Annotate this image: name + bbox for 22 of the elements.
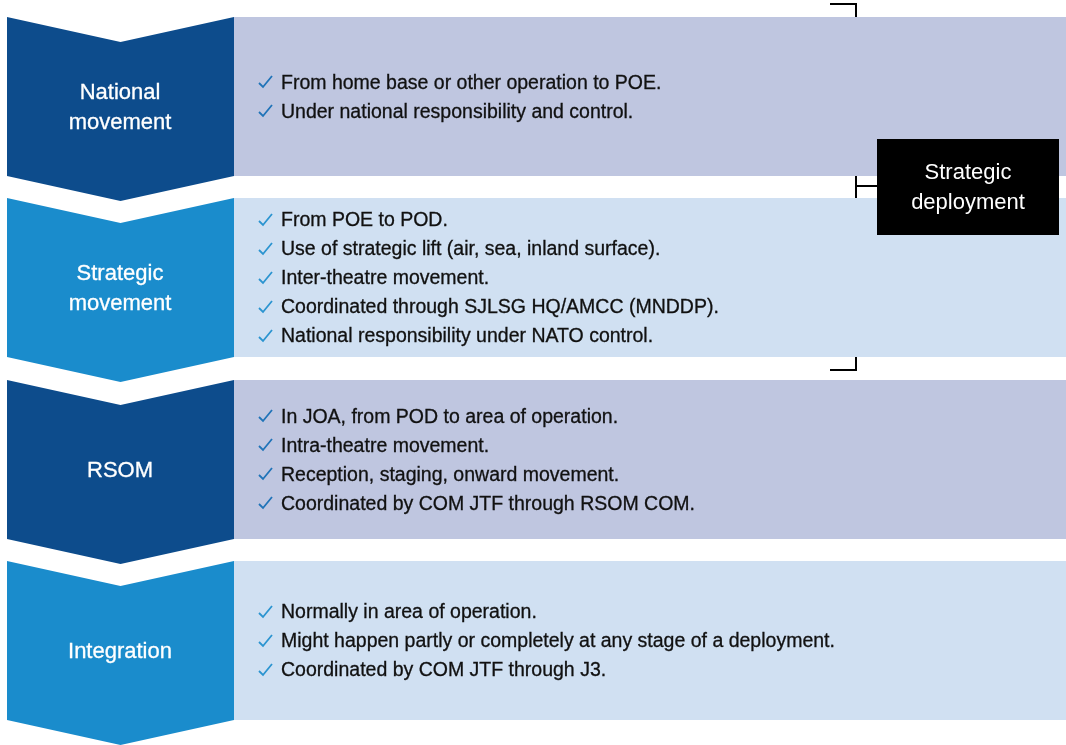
bullet-text: In JOA, from POD to area of operation. bbox=[281, 403, 619, 429]
bullet-text: Under national responsibility and control. bbox=[281, 98, 634, 124]
bullet-text: Inter-theatre movement. bbox=[281, 265, 490, 290]
bullet-text: From POE to POD. bbox=[281, 207, 448, 232]
bullet-text: National responsibility under NATO control. bbox=[281, 323, 654, 348]
stage-label: Integration bbox=[67, 637, 173, 665]
bullet-text: Reception, staging, onward movement. bbox=[281, 461, 620, 487]
bullet-text: Normally in area of operation. bbox=[281, 599, 537, 624]
stage-label: National movement bbox=[67, 78, 173, 136]
callout-box bbox=[877, 139, 1059, 235]
bullet-text: From home base or other operation to POE. bbox=[281, 69, 662, 95]
bullet-text: Coordinated by COM JTF through RSOM COM. bbox=[281, 490, 695, 516]
bullet-text: Use of strategic lift (air, sea, inland surface). bbox=[281, 236, 661, 261]
bullet-text: Might happen partly or completely at any stage of a deployment. bbox=[281, 628, 835, 653]
bullet-text: Coordinated by COM JTF through J3. bbox=[281, 657, 607, 682]
callout-label: Strategic deployment bbox=[910, 158, 1026, 216]
stage-label: RSOM bbox=[86, 456, 154, 484]
bullet-text: Intra-theatre movement. bbox=[281, 432, 490, 458]
bullet-text: Coordinated through SJLSG HQ/AMCC (MNDDP). bbox=[281, 294, 719, 319]
info-panel bbox=[234, 561, 1066, 720]
stage-label: Strategic movement bbox=[67, 259, 173, 317]
info-panel bbox=[234, 380, 1066, 539]
